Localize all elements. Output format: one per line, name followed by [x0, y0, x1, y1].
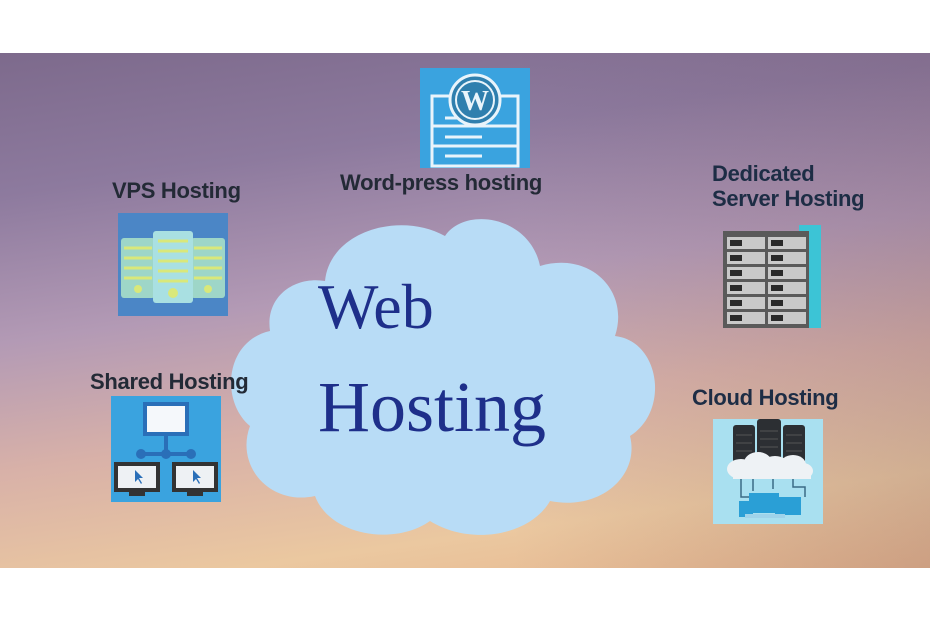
- shared-network-icon: [111, 396, 221, 502]
- drive-slot: [730, 255, 742, 261]
- drive-slot: [771, 270, 783, 276]
- cloud-servers-icon: [713, 419, 823, 524]
- drive-slot: [771, 300, 783, 306]
- label-vps-hosting: VPS Hosting: [112, 178, 241, 203]
- drive-slot: [730, 240, 742, 246]
- drive-slot: [771, 315, 783, 321]
- drive-slot: [771, 255, 783, 261]
- drive-slot: [730, 300, 742, 306]
- drive-slot: [771, 240, 783, 246]
- vps-server-icon: [118, 213, 228, 316]
- label-dedicated-line1: Dedicated: [712, 161, 815, 186]
- label-cloud-hosting: Cloud Hosting: [692, 385, 839, 410]
- drive-slot: [730, 315, 742, 321]
- cloud-shape: [231, 219, 656, 535]
- label-dedicated-server-hosting: Dedicated Server Hosting: [712, 161, 865, 212]
- web-hosting-banner: Web Hosting W Word-press hosting VPS Hos…: [0, 53, 930, 568]
- wordpress-server-icon: W: [420, 68, 530, 168]
- label-wordpress-hosting: Word-press hosting: [340, 170, 542, 195]
- title-hosting: Hosting: [318, 367, 547, 447]
- svg-text:W: W: [461, 86, 489, 117]
- title-web: Web: [318, 271, 434, 342]
- dedicated-server-rack-icon: [723, 225, 821, 328]
- label-dedicated-line2: Server Hosting: [712, 186, 865, 212]
- drive-slot: [771, 285, 783, 291]
- drive-slot: [730, 270, 742, 276]
- label-shared-hosting: Shared Hosting: [90, 369, 249, 394]
- drive-slot: [730, 285, 742, 291]
